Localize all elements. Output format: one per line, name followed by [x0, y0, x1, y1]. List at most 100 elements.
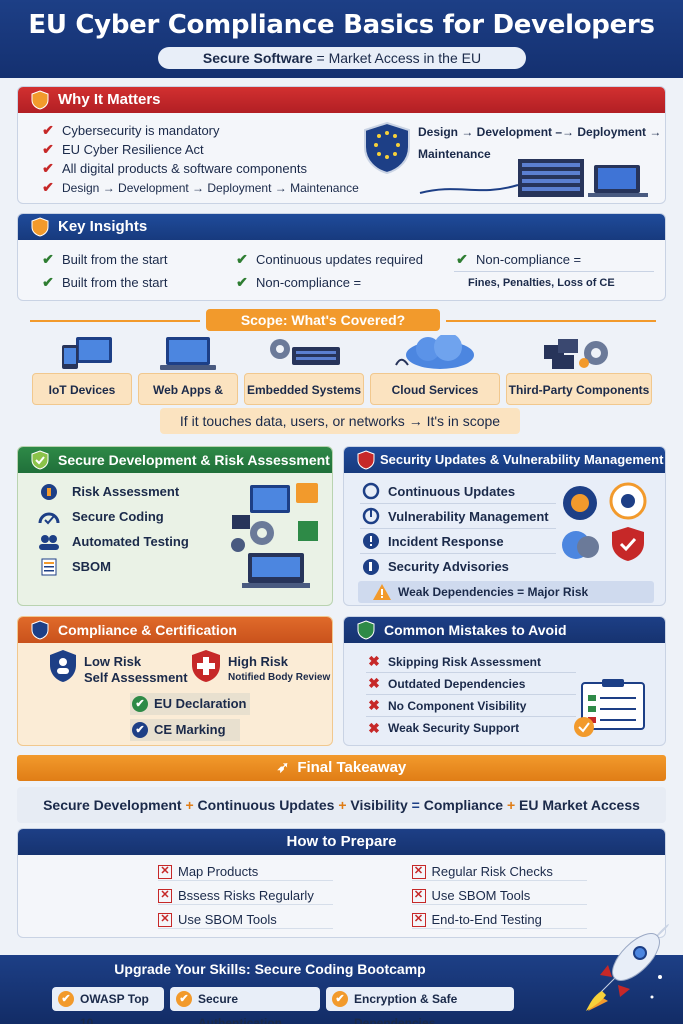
scope-item-label: Cloud Services: [370, 373, 500, 405]
list-item: ✔Continuous updates required: [234, 248, 454, 271]
list-item: ✔Design → Development → Deployment → Mai…: [40, 178, 360, 197]
list-item: ✕Bssess Risks Regularly: [158, 887, 333, 905]
insights-title-bar: Key Insights: [18, 214, 665, 240]
rocket-icon: ➶: [276, 759, 290, 776]
list-item: ✕Map Products: [158, 863, 333, 881]
list-item: Security Advisories: [360, 554, 556, 579]
low-risk-subtitle: Self Assessment: [84, 670, 188, 685]
shield-check-icon: [357, 620, 375, 640]
mistakes-panel: Common Mistakes to Avoid ✖ Skipping Risk …: [343, 616, 666, 746]
x-box-icon: ✕: [411, 888, 426, 903]
pill-encryption: ✔Encryption & Safe Dependencies: [326, 987, 514, 1024]
list-item: ✕Use SBOM Tools: [158, 911, 333, 929]
formula-part: Secure Development: [43, 797, 182, 813]
plus-sign: +: [185, 797, 194, 813]
why-title: Why It Matters: [58, 91, 161, 108]
formula-part: Compliance: [423, 797, 504, 813]
check-icon: ✔: [42, 251, 54, 267]
shield-icon: [31, 217, 49, 237]
list-item: ✔ Built from the start: [40, 248, 240, 271]
updates-panel: Security Updates & Vulnerability Managem…: [343, 446, 666, 606]
footer: Upgrade Your Skills: Secure Coding Bootc…: [0, 923, 683, 1024]
pill-label: Secure Authentication: [198, 992, 282, 1024]
list-item-label: Risk Assessment: [72, 484, 180, 499]
secure-dev-panel: Secure Development & Risk Assessment Ris…: [17, 446, 333, 606]
list-item: ✖Outdated Dependencies: [366, 673, 576, 695]
mistakes-list: ✖ Skipping Risk Assessment ✖Outdated Depe…: [366, 651, 576, 739]
shield-icon: [31, 620, 49, 640]
scope-title: Scope: What's Covered?: [206, 309, 440, 331]
secure-dev-title: Secure Development & Risk Assessment: [58, 452, 330, 468]
scope-iot: IoT Devices: [32, 335, 132, 405]
formula-part: Continuous Updates: [197, 797, 335, 813]
shield-icon: [31, 90, 49, 110]
list-item: Automated Testing: [38, 529, 228, 554]
user-shield-icon: [50, 650, 76, 682]
prepare-panel: How to Prepare ✕Map Products ✕Regular Ri…: [17, 828, 666, 938]
compliance-title-bar: Compliance & Certification: [18, 617, 332, 643]
list-item: ✖No Component Visibility: [366, 695, 576, 717]
scope-item-label: Third-Party Components: [506, 373, 652, 405]
plus-sign: +: [506, 797, 516, 813]
list-item-label: No Component Visibility: [388, 698, 527, 713]
list-item-label: Design → Development → Deployment → Main…: [62, 180, 359, 195]
list-item-label: Skipping Risk Assessment: [388, 654, 541, 669]
list-item-label: Built from the start: [62, 252, 168, 267]
check-icon: ✔: [176, 991, 192, 1007]
takeaway-section: ➶Final Takeaway Secure Development + Con…: [17, 755, 666, 825]
scope-item-label: IoT Devices: [32, 373, 132, 405]
x-box-icon: ✕: [158, 864, 172, 879]
ce-marking-step: ✔ CE Marking: [130, 719, 240, 741]
weak-dependencies-warning: Weak Dependencies = Major Risk: [358, 581, 654, 603]
check-circle-icon: ✔: [132, 696, 148, 712]
list-item-label: Continuous Updates: [388, 483, 516, 499]
high-risk-title: High Risk: [228, 654, 288, 669]
mistakes-title: Common Mistakes to Avoid: [384, 622, 567, 638]
prepare-list: ✕Map Products ✕Regular Risk Checks ✕Bsse…: [18, 855, 665, 929]
check-icon: ✔: [42, 274, 54, 290]
list-item-label: Non-compliance =: [256, 275, 362, 290]
list-item: Risk Assessment: [38, 479, 228, 504]
updates-title: Security Updates & Vulnerability Managem…: [380, 452, 664, 467]
x-mark-icon: ✖: [368, 675, 380, 691]
list-item-label: Cybersecurity is mandatory: [62, 123, 220, 138]
prepare-title-bar: How to Prepare: [18, 829, 665, 855]
formula-part: Visibility: [350, 797, 408, 813]
warning-text: Weak Dependencies = Major Risk: [398, 585, 589, 599]
list-item: ✕End-to-End Testing: [411, 911, 587, 929]
insights-col-2: ✔Continuous updates required ✔Non-compli…: [234, 248, 454, 294]
page-subtitle: Secure Software = Market Access in the E…: [158, 47, 526, 69]
insights-panel: Key Insights ✔ Built from the start ✔ Buil…: [17, 213, 666, 301]
list-item-label: Continuous updates required: [256, 252, 423, 267]
scope-cloud: Cloud Services: [370, 335, 500, 405]
check-icon: ✔: [42, 141, 54, 157]
list-item: ✔Cybersecurity is mandatory: [40, 121, 360, 140]
list-item-label: All digital products & software componen…: [62, 161, 307, 176]
rocket-icon: [586, 923, 670, 1011]
gauge-icon: [38, 508, 60, 526]
why-panel: Why It Matters ✔Cybersecurity is mandato…: [17, 86, 666, 204]
list-item-label: Vulnerability Management: [388, 508, 549, 524]
list-item-label: Regular Risk Checks: [431, 864, 553, 879]
list-item: ✕Regular Risk Checks: [411, 863, 587, 881]
list-item-label: Weak Security Support: [388, 721, 520, 735]
page-title: EU Cyber Compliance Basics for Developer…: [28, 10, 655, 40]
list-item-label: Secure Coding: [72, 509, 164, 524]
subtitle-bold: Secure Software: [202, 50, 313, 66]
list-item-label: Incident Response: [388, 533, 504, 549]
compliance-panel: Compliance & Certification Low Risk Self…: [17, 616, 333, 746]
components-gear-icon: [544, 339, 608, 369]
pill-label: OWASP Top 10: [80, 992, 149, 1024]
updates-title-bar: Security Updates & Vulnerability Managem…: [344, 447, 665, 473]
list-item-label: Use SBOM Tools: [431, 888, 531, 903]
check-icon: ✔: [456, 251, 468, 267]
eu-flag-shield-icon: [364, 121, 410, 175]
list-item: ✖Weak Security Support: [366, 717, 576, 739]
iot-devices-icon: [62, 337, 112, 369]
list-item-label: Security Advisories: [388, 559, 509, 574]
scope-webapps: Web Apps & SaaS: [138, 335, 238, 429]
x-mark-icon: ✖: [368, 653, 380, 669]
insights-title: Key Insights: [58, 218, 148, 235]
list-item-label: EU Cyber Resilience Act: [62, 142, 204, 157]
takeaway-formula: Secure Development + Continuous Updates …: [17, 787, 666, 823]
